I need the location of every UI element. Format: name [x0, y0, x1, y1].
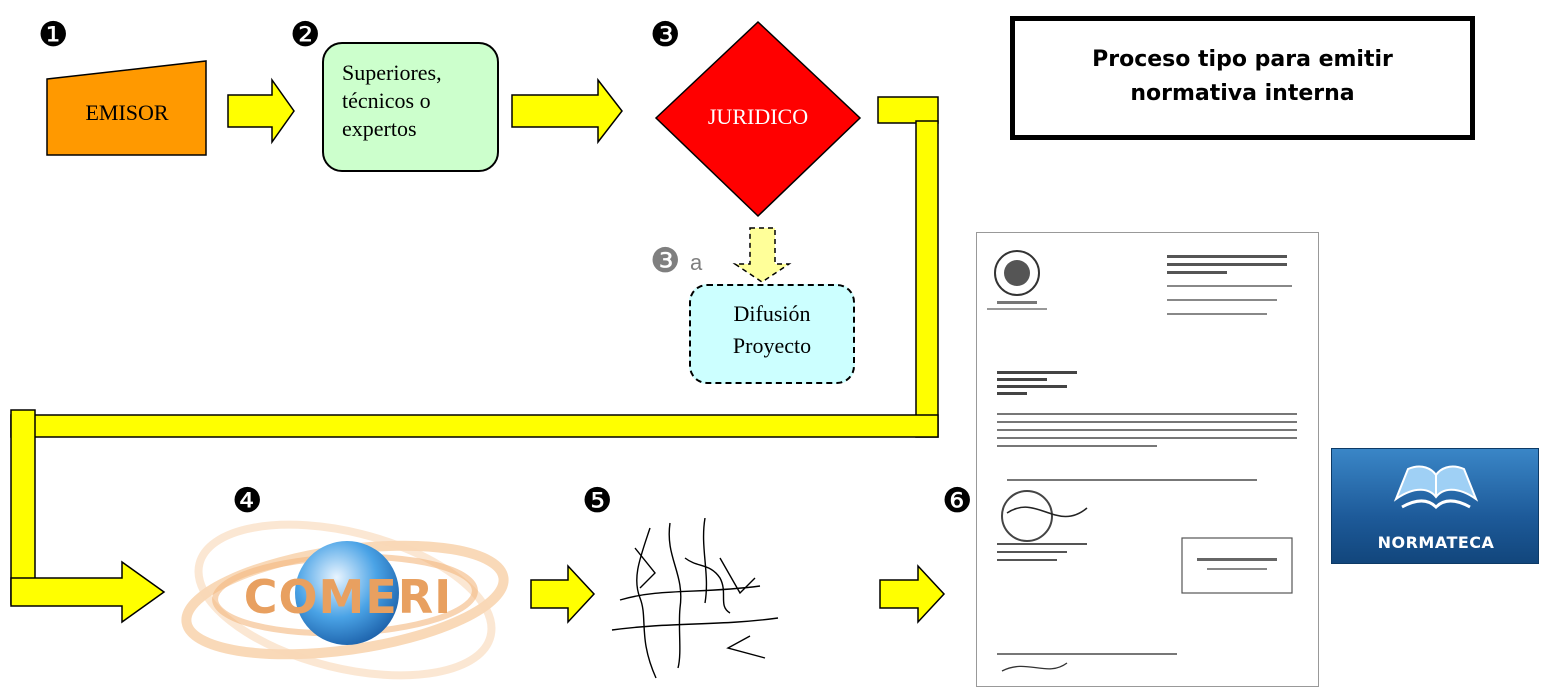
experts-line-3: expertos [342, 116, 417, 141]
normateca-logo: NORMATECA [1331, 448, 1539, 564]
connector-right-vertical [915, 120, 939, 438]
arrow-1-to-2 [227, 77, 295, 145]
connector-top-horizontal [877, 96, 939, 124]
juridico-label: JURIDICO [707, 104, 809, 129]
step3a-number: ❸ [650, 241, 681, 281]
step1-number: ❶ [38, 15, 69, 55]
experts-line-2: técnicos o [342, 88, 431, 113]
step3-number: ❸ [650, 15, 681, 55]
open-book-icon [1393, 465, 1479, 510]
step6-number: ❻ [942, 481, 973, 521]
comeri-logo-text: COMERI [243, 570, 453, 624]
title-box: Proceso tipo para emitir normativa inter… [1010, 16, 1475, 140]
comeri-logo [181, 520, 509, 680]
step5-number: ❺ [582, 481, 613, 521]
arrow-2-to-3 [511, 77, 623, 145]
step4-number: ❹ [232, 481, 263, 521]
difusion-line-2: Proyecto [732, 333, 812, 358]
document-content [987, 250, 1297, 672]
scanned-document-icon [976, 232, 1319, 687]
arrow-5-to-6 [879, 564, 946, 624]
arrow-4-to-5 [530, 564, 596, 624]
step2-number: ❷ [290, 15, 321, 55]
difusion-line-1: Difusión [733, 301, 811, 326]
experts-line-1: Superiores, [342, 60, 442, 85]
signature-icon [611, 518, 779, 679]
connector-left-vertical [10, 409, 36, 605]
arrow-3-to-3a [732, 227, 792, 283]
connector-middle-horizontal [10, 414, 939, 438]
step3a-suffix: a [690, 250, 703, 275]
emisor-label: EMISOR [85, 100, 169, 125]
experts-box: Superiores, técnicos o expertos [322, 42, 499, 172]
normateca-label: NORMATECA [1377, 533, 1495, 552]
arrow-to-step4 [10, 560, 166, 624]
difusion-box: Difusión Proyecto [689, 284, 855, 384]
page-title: Proceso tipo para emitir normativa inter… [1092, 47, 1393, 106]
emisor-shape [46, 60, 207, 156]
juridico-diamond [654, 20, 862, 218]
